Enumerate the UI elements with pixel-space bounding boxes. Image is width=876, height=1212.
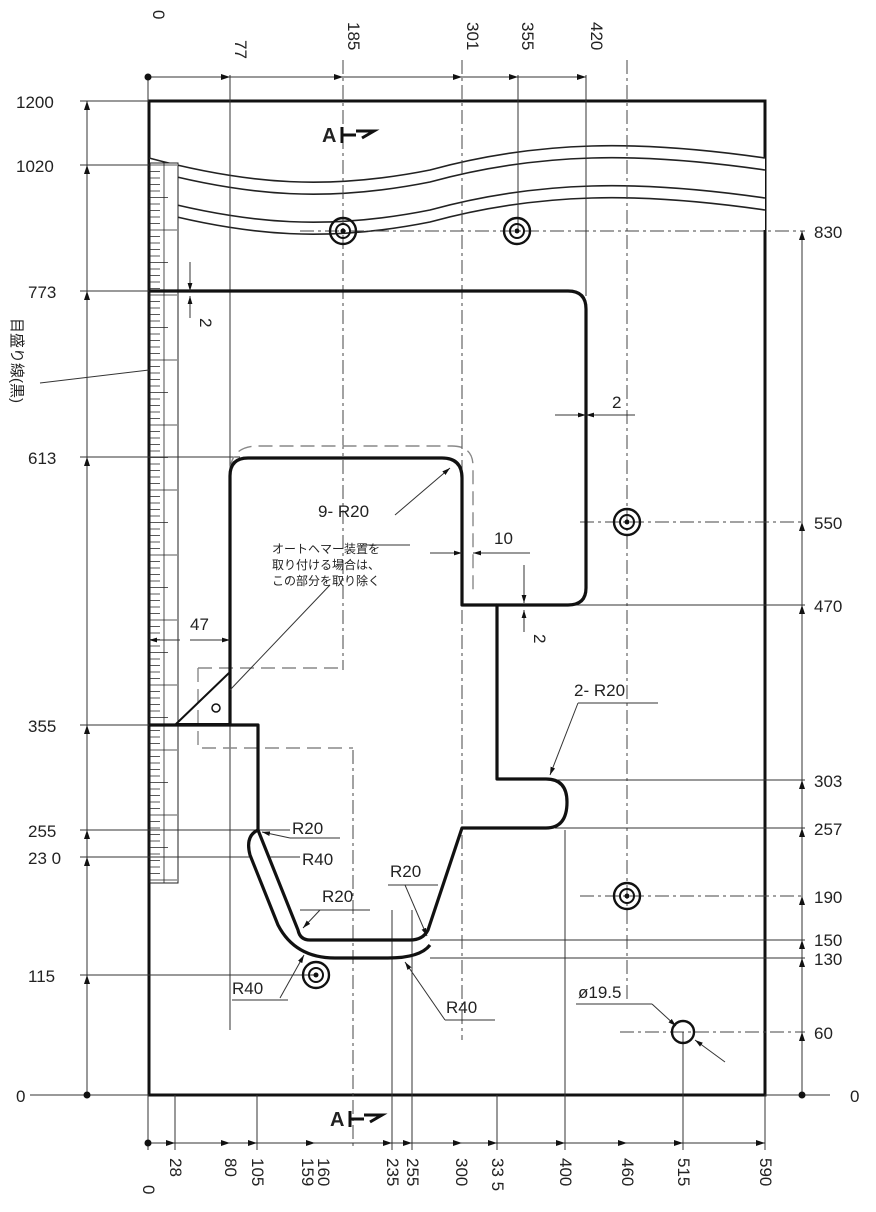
- bottom-dim-160: 160: [314, 1158, 333, 1186]
- svg-text:A: A: [322, 125, 336, 147]
- bottom-dim-80: 80: [221, 1158, 240, 1177]
- r40-b-label: R40: [232, 979, 263, 998]
- hole-830-185: [328, 216, 358, 246]
- r20-c-label: R20: [390, 862, 421, 881]
- right-dim-470: 470: [814, 597, 842, 616]
- right-dim-60: 60: [814, 1024, 833, 1043]
- svg-text:この部分を取り除く: この部分を取り除く: [272, 573, 380, 588]
- svg-text:オートヘマー装置を: オートヘマー装置を: [272, 542, 380, 556]
- mounting-holes: [301, 216, 696, 1045]
- hole-115-159: [301, 960, 331, 990]
- right-dim-550: 550: [814, 514, 842, 533]
- r20-2-label: 2- R20: [574, 681, 625, 700]
- right-dim-130: 130: [814, 950, 842, 969]
- r20-9-label: 9- R20: [318, 502, 369, 521]
- right-dim-257: 257: [814, 820, 842, 839]
- bottom-dim-28: 28: [166, 1158, 185, 1177]
- top-dim-77: 77: [231, 40, 250, 59]
- cutout-outline: [149, 289, 588, 942]
- left-dimension-labels: 1200 1020 773 613 355 255 23 0 115 0: [16, 93, 61, 1106]
- left-dim-0: 0: [16, 1087, 25, 1106]
- gusset-triangle: [173, 669, 231, 725]
- hole-830-355: [502, 216, 532, 246]
- right-dimension-labels: 830 550 470 303 257 190 150 130 60 0: [814, 223, 859, 1106]
- bottom-dim-0: 0: [139, 1185, 158, 1194]
- r40-a-label: R40: [302, 850, 333, 869]
- right-dim-190: 190: [814, 888, 842, 907]
- gap-top-label: 2: [196, 318, 215, 327]
- top-dim-301: 301: [463, 22, 482, 50]
- scale-ruler: [149, 162, 179, 884]
- bottom-dim-515: 515: [674, 1158, 693, 1186]
- bottom-dim-335: 33 5: [488, 1158, 507, 1191]
- left-dim-773: 773: [28, 283, 56, 302]
- width-47-label: 47: [190, 615, 209, 634]
- left-dim-115: 115: [28, 967, 55, 986]
- lower-pocket-outline: [247, 828, 432, 960]
- bottom-dim-400: 400: [556, 1158, 575, 1186]
- bottom-dimension-labels: 0 28 80 105 159 160 235 255 300 33 5 400…: [139, 1158, 775, 1194]
- callout-labels: 2 2 2 47 10 9- R20 2- R20 R20 R40 R20 R2…: [190, 318, 625, 1017]
- auto-hemmer-note: オートヘマー装置を 取り付ける場合は、 この部分を取り除く: [272, 542, 380, 588]
- view-mark-top: A: [322, 125, 380, 147]
- hole-60-515: [670, 1019, 696, 1045]
- left-dim-255: 255: [28, 822, 56, 841]
- bottom-dim-255: 255: [403, 1158, 422, 1186]
- svg-text:取り付ける場合は、: 取り付ける場合は、: [272, 557, 380, 572]
- right-dim-0: 0: [850, 1087, 859, 1106]
- right-dim-830: 830: [814, 223, 842, 242]
- bottom-dim-460: 460: [618, 1158, 637, 1186]
- hole-190-460: [612, 881, 642, 911]
- bottom-dim-105: 105: [248, 1158, 267, 1186]
- hole-550-460: [612, 507, 642, 537]
- table-outline: [147, 99, 767, 1097]
- bottom-dim-235: 235: [383, 1158, 402, 1186]
- r20-b-label: R20: [322, 887, 353, 906]
- removable-region-outline: [229, 445, 474, 596]
- diameter-label: ø19.5: [578, 983, 621, 1002]
- width-10-label: 10: [494, 529, 513, 548]
- left-dim-1020: 1020: [16, 157, 54, 176]
- inner-cutout-outline: [228, 456, 497, 725]
- r40-c-label: R40: [446, 998, 477, 1017]
- center-lines: [300, 60, 805, 1150]
- top-dimension-labels: 0 77 185 301 355 420: [149, 10, 606, 59]
- top-dim-355: 355: [518, 22, 537, 50]
- top-dim-185: 185: [344, 22, 363, 50]
- scale-line-note: 目盛り線(黒): [8, 318, 25, 403]
- leader-lines: [39, 262, 726, 1063]
- bottom-dim-300: 300: [452, 1158, 471, 1186]
- svg-text:A: A: [330, 1109, 344, 1131]
- top-dim-0: 0: [149, 10, 168, 19]
- auto-hemmer-region-outline: [197, 667, 353, 749]
- bottom-dim-590: 590: [756, 1158, 775, 1186]
- view-mark-bottom: A: [330, 1109, 388, 1131]
- top-dim-420: 420: [587, 22, 606, 50]
- r20-a-label: R20: [292, 819, 323, 838]
- bottom-dim-159: 159: [298, 1158, 317, 1186]
- right-dim-150: 150: [814, 931, 842, 950]
- left-dim-355: 355: [28, 717, 56, 736]
- gap-right-label: 2: [612, 393, 621, 412]
- break-lines: [148, 144, 766, 235]
- right-dim-303: 303: [814, 772, 842, 791]
- gap-bottom-label: 2: [530, 634, 549, 643]
- left-dim-1200: 1200: [16, 93, 54, 112]
- gusset-hole: [211, 703, 221, 713]
- left-dim-230: 23 0: [28, 849, 61, 868]
- dimension-chains: [83, 73, 806, 1147]
- left-dim-613: 613: [28, 449, 56, 468]
